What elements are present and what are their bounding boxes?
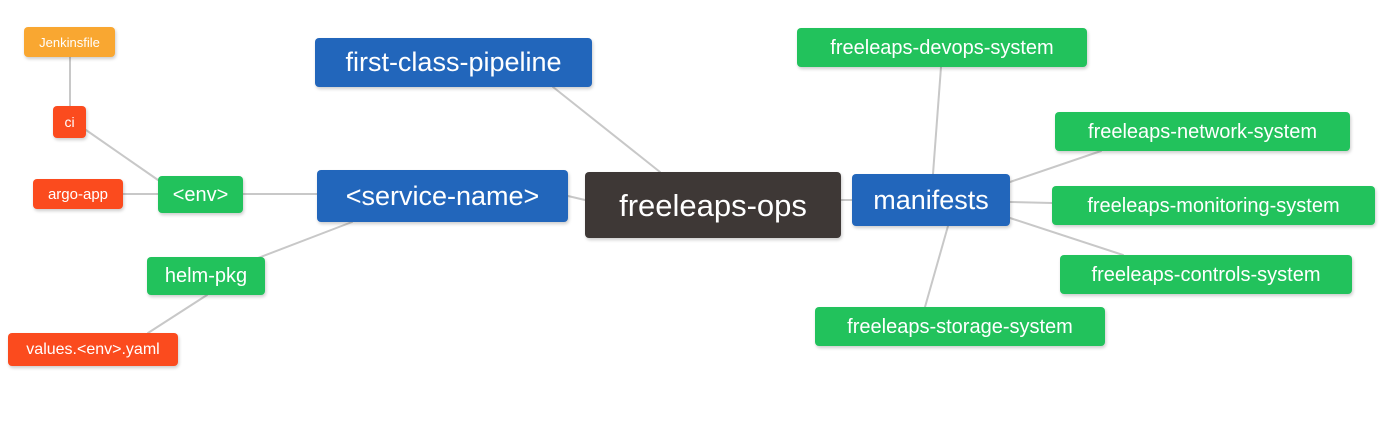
edge-manifests-to-monitoring-system [1009,201,1053,204]
edge-helm-pkg-to-service-name [257,221,353,259]
mindmap-node-freeleaps-ops[interactable]: freeleaps-ops [585,172,841,238]
edge-ci-to-env [85,129,159,181]
mindmap-node-service-name[interactable]: <service-name> [317,170,568,222]
mindmap-node-helm-pkg[interactable]: helm-pkg [147,257,265,295]
mindmap-node-ci[interactable]: ci [53,106,86,138]
mindmap-node-devops-system[interactable]: freeleaps-devops-system [797,28,1087,67]
mindmap-node-controls-system[interactable]: freeleaps-controls-system [1060,255,1352,294]
mindmap-node-values-env-yaml[interactable]: values.<env>.yaml [8,333,178,366]
mindmap-node-jenkinsfile[interactable]: Jenkinsfile [24,27,115,57]
edge-service-name-to-freeleaps-ops [567,195,586,201]
mindmap-node-first-class-pipeline[interactable]: first-class-pipeline [315,38,592,87]
mindmap-node-network-system[interactable]: freeleaps-network-system [1055,112,1350,151]
mindmap-node-argo-app[interactable]: argo-app [33,179,123,209]
edge-first-class-pipeline-to-freeleaps-ops [552,86,661,173]
mindmap-node-monitoring-system[interactable]: freeleaps-monitoring-system [1052,186,1375,225]
mindmap-node-env[interactable]: <env> [158,176,243,213]
edge-values-env-yaml-to-helm-pkg [147,294,208,334]
mindmap-node-manifests[interactable]: manifests [852,174,1010,226]
edge-devops-system-to-manifests [932,66,942,175]
edge-manifests-to-storage-system [924,225,949,308]
edge-manifests-to-network-system [1009,150,1102,183]
mindmap-node-storage-system[interactable]: freeleaps-storage-system [815,307,1105,346]
